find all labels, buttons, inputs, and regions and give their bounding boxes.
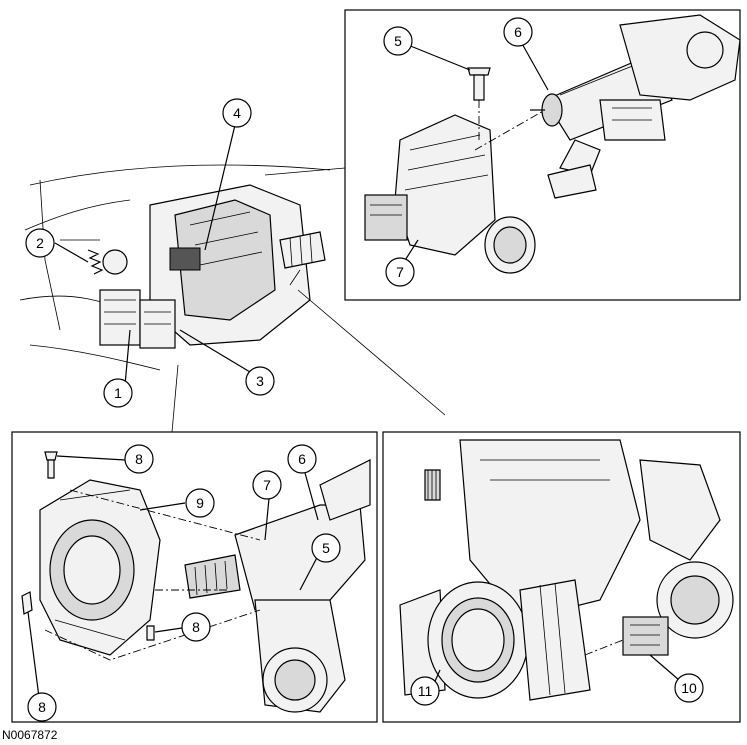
- svg-text:7: 7: [396, 264, 404, 280]
- svg-text:9: 9: [196, 495, 204, 511]
- svg-text:7: 7: [263, 477, 271, 493]
- callout-1: 1: [103, 378, 133, 408]
- svg-text:6: 6: [514, 24, 522, 40]
- callout-8-screw-right: 8: [181, 612, 211, 642]
- svg-text:1: 1: [114, 385, 122, 401]
- svg-text:6: 6: [298, 451, 306, 467]
- svg-text:8: 8: [135, 451, 143, 467]
- callout-8-screw-left: 8: [27, 692, 57, 722]
- svg-text:11: 11: [418, 683, 433, 699]
- svg-text:10: 10: [681, 680, 697, 696]
- svg-text:2: 2: [36, 235, 44, 251]
- callout-5-bottom-inset: 5: [311, 533, 341, 563]
- callout-7-bottom-inset: 7: [252, 470, 282, 500]
- inset-bottom-left: [11, 431, 378, 723]
- callout-7-top-inset: 7: [385, 257, 415, 287]
- callout-10: 10: [674, 673, 704, 703]
- callout-5-top-inset: 5: [383, 26, 413, 56]
- svg-text:3: 3: [256, 373, 264, 389]
- callout-6-bottom-inset: 6: [287, 444, 317, 474]
- main-view-steering-column: [19, 124, 446, 433]
- callout-11: 11: [410, 676, 440, 706]
- callout-8-screw-top: 8: [124, 444, 154, 474]
- callout-6-top-inset: 6: [503, 17, 533, 47]
- svg-text:8: 8: [38, 699, 46, 715]
- figure-id-label: N0067872: [2, 728, 58, 742]
- callout-2: 2: [25, 228, 55, 258]
- svg-text:8: 8: [192, 619, 200, 635]
- callout-9: 9: [185, 488, 215, 518]
- svg-text:5: 5: [322, 540, 330, 556]
- callout-4: 4: [222, 98, 252, 128]
- inset-top-right: [344, 9, 741, 301]
- callout-3: 3: [245, 366, 275, 396]
- svg-text:5: 5: [394, 33, 402, 49]
- inset-bottom-right: [382, 431, 741, 723]
- svg-text:4: 4: [233, 105, 241, 121]
